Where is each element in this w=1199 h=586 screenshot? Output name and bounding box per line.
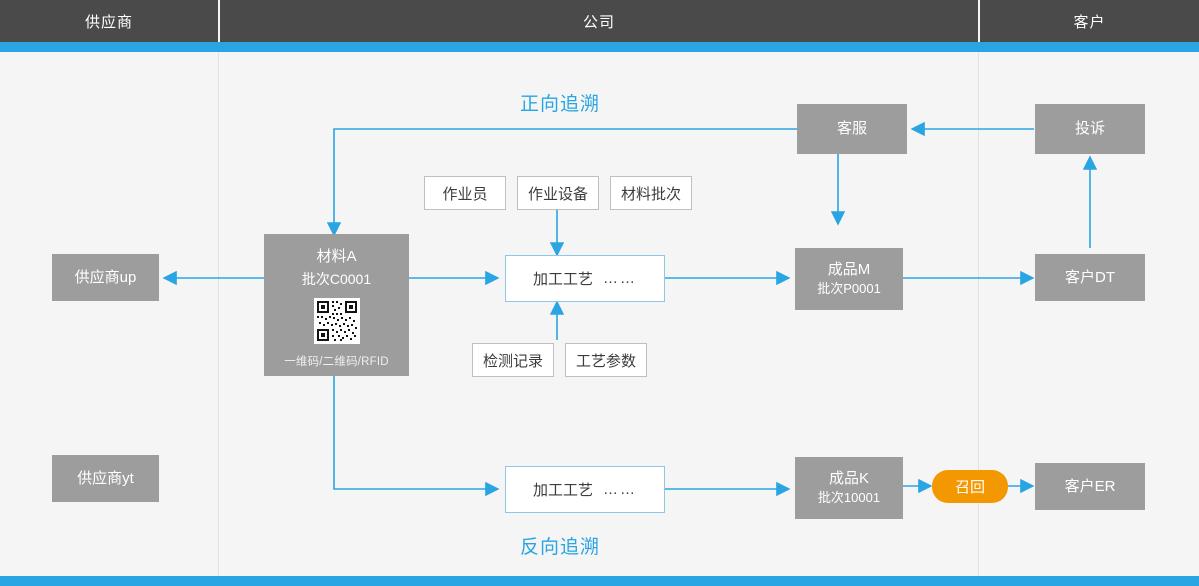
- node-material-a[interactable]: 材料A 批次C0001: [264, 234, 409, 376]
- swimlane-header: 供应商 公司 客户: [0, 0, 1199, 51]
- node-process-top-dots: ……: [603, 270, 637, 287]
- attr-operator-label: 作业员: [442, 185, 488, 203]
- attr-process-parameter[interactable]: 工艺参数: [565, 343, 647, 377]
- node-complaint[interactable]: 投诉: [1035, 104, 1145, 154]
- accent-bar-top: [0, 42, 1199, 52]
- qr-code-svg: [313, 298, 360, 344]
- header-segment-company-label: 公司: [582, 13, 615, 31]
- node-customer-dt[interactable]: 客户DT: [1035, 254, 1145, 301]
- attr-operator[interactable]: 作业员: [424, 176, 506, 210]
- qr-code-icon: [313, 298, 360, 344]
- header-segment-supplier: 供应商: [0, 0, 218, 51]
- node-process-top[interactable]: 加工工艺 ……: [505, 255, 665, 302]
- node-product-m-title: 成品M: [827, 260, 871, 278]
- attr-equipment[interactable]: 作业设备: [517, 176, 599, 210]
- attr-material-batch[interactable]: 材料批次: [610, 176, 692, 210]
- forward-trace-label: 正向追溯: [520, 94, 601, 115]
- attr-inspection-record[interactable]: 检测记录: [472, 343, 554, 377]
- node-customer-service-label: 客服: [836, 120, 867, 138]
- node-customer-service[interactable]: 客服: [797, 104, 907, 154]
- node-process-bottom-dots: ……: [603, 481, 637, 498]
- node-supplier-yt[interactable]: 供应商yt: [52, 455, 159, 502]
- lane-divider-left: [218, 52, 219, 576]
- header-segment-customer: 客户: [980, 0, 1199, 51]
- node-material-a-batch: 批次C0001: [301, 271, 372, 287]
- accent-bar-bottom: [0, 576, 1199, 586]
- header-segment-supplier-label: 供应商: [84, 13, 133, 31]
- node-product-k-batch: 批次10001: [817, 490, 881, 506]
- node-process-bottom[interactable]: 加工工艺 ……: [505, 466, 665, 513]
- node-material-a-title: 材料A: [316, 248, 357, 265]
- node-recall[interactable]: 召回: [932, 470, 1008, 503]
- attr-process-parameter-label: 工艺参数: [575, 352, 636, 370]
- node-process-bottom-label: 加工工艺: [532, 482, 593, 499]
- node-recall-label: 召回: [954, 479, 985, 496]
- node-complaint-label: 投诉: [1074, 120, 1105, 138]
- node-customer-dt-label: 客户DT: [1065, 268, 1115, 286]
- attr-material-batch-label: 材料批次: [620, 185, 681, 203]
- node-customer-er[interactable]: 客户ER: [1035, 463, 1145, 510]
- header-segment-company: 公司: [220, 0, 978, 51]
- node-customer-er-label: 客户ER: [1064, 477, 1116, 495]
- node-supplier-up[interactable]: 供应商up: [52, 254, 159, 301]
- node-product-m-batch: 批次P0001: [817, 281, 881, 297]
- node-product-k[interactable]: 成品K 批次10001: [795, 457, 903, 519]
- node-supplier-yt-label: 供应商yt: [77, 469, 134, 487]
- attr-inspection-record-label: 检测记录: [482, 352, 543, 370]
- node-product-k-title: 成品K: [828, 469, 869, 487]
- diagram-stage: 正向追溯 反向追溯 客服 投诉 作业员 作业设备 材料批次 供应商up 材料A …: [0, 52, 1199, 576]
- node-process-top-label: 加工工艺: [532, 271, 593, 288]
- header-segment-customer-label: 客户: [1073, 13, 1106, 31]
- attr-equipment-label: 作业设备: [527, 185, 588, 203]
- node-material-a-code-caption: 一维码/二维码/RFID: [284, 356, 389, 368]
- node-product-m[interactable]: 成品M 批次P0001: [795, 248, 903, 310]
- lane-divider-right: [978, 52, 979, 576]
- backward-trace-label: 反向追溯: [520, 537, 601, 558]
- node-supplier-up-label: 供应商up: [74, 268, 137, 286]
